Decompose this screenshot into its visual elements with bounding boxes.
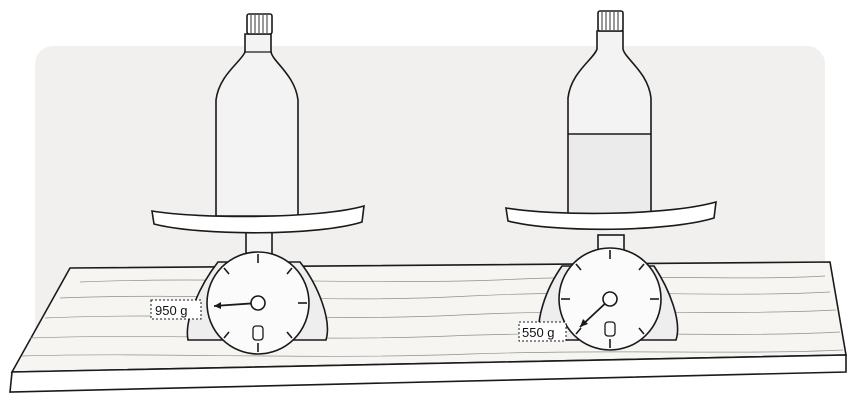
left-dial-hub — [251, 296, 265, 310]
right-reading-label: 550 g — [522, 325, 555, 340]
right-dial-hub — [603, 292, 617, 306]
right-bottle-water — [569, 134, 650, 213]
left-bottle — [216, 14, 298, 216]
left-reading-label: 950 g — [155, 303, 188, 318]
right-bottle — [568, 11, 651, 214]
